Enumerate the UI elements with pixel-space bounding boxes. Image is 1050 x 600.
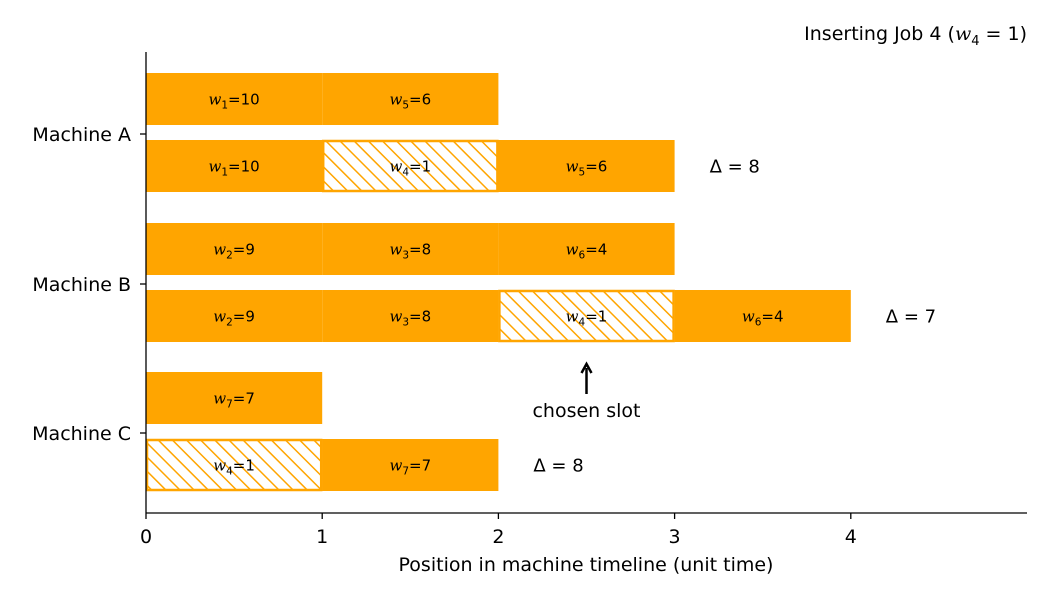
machine-2-before-seg-1-bar: [146, 223, 323, 275]
machine-2-after-seg-3-label: w4=1: [566, 308, 608, 329]
x-ticks: 0 1 2 3 4: [140, 513, 857, 548]
machine-1-before-seg-2-bar: [322, 73, 499, 125]
machine-2-after-seg-1-bar: [146, 290, 323, 342]
machine-2-before-seg-2-bar: [322, 223, 499, 275]
machine-1-before-seg-2-label: w5=6: [389, 91, 431, 112]
y-tick-label-3: Machine C: [32, 423, 131, 445]
machine-3-after-seg-2-bar: [322, 439, 499, 491]
x-tick-label-1: 0: [140, 526, 152, 548]
machine-1-delta-label: Δ = 8: [710, 157, 760, 178]
machine-2-after-seg-1-label: w2=9: [213, 308, 255, 329]
machine-1-after-seg-3-label: w5=6: [566, 158, 608, 179]
machine-2-after-seg-2-bar: [322, 290, 499, 342]
machine-1-before-seg-1-label: w1=10: [209, 91, 260, 112]
chart-title: Inserting Job 4 (w4 = 1): [804, 23, 1027, 49]
y-tick-label-1: Machine A: [32, 124, 131, 146]
bars-layer: [145, 73, 851, 492]
machine-1-after-seg-2-label: w4=1: [389, 158, 431, 179]
machine-3-before-seg-1-label: w7=7: [213, 390, 255, 411]
annotation: chosen slot: [532, 361, 641, 422]
machine-2-after-seg-2-label: w3=8: [389, 308, 431, 329]
machine-1-after-seg-1-label: w1=10: [209, 158, 260, 179]
x-axis-label: Position in machine timeline (unit time): [399, 554, 774, 576]
machine-2-after-seg-4-bar: [674, 290, 851, 342]
machine-1-after-seg-1-bar: [146, 140, 323, 192]
machine-3-after-seg-2-label: w7=7: [389, 457, 431, 478]
machine-2-before-seg-3-bar: [498, 223, 675, 275]
labels-layer: w1=10 w5=6 w1=10 w4=1 w5=6 Δ = 8 w2=9 w3=8 w6=4 w…: [209, 91, 937, 478]
machine-2-after-seg-3-inserted-bar: [498, 289, 675, 343]
machine-2-before-seg-2-label: w3=8: [389, 241, 431, 262]
machine-1-before-seg-1-bar: [146, 73, 323, 125]
machine-2-before-seg-3-label: w6=4: [566, 241, 608, 262]
annotation-arrow-head: [580, 361, 593, 374]
machine-2-delta-label: Δ = 7: [886, 307, 936, 328]
annotation-text: chosen slot: [532, 400, 640, 422]
x-tick-label-2: 1: [316, 526, 328, 548]
x-tick-label-3: 2: [492, 526, 504, 548]
machine-3-after-seg-1-label: w4=1: [213, 457, 255, 478]
machine-3-after-seg-1-inserted-bar: [145, 438, 323, 492]
machine-1-after-seg-3-bar: [498, 140, 675, 192]
y-tick-label-2: Machine B: [32, 274, 131, 296]
machine-1-after-seg-2-inserted-bar: [321, 139, 499, 193]
machine-2-before-seg-1-label: w2=9: [213, 241, 255, 262]
machine-3-delta-label: Δ = 8: [533, 456, 583, 477]
x-tick-label-5: 4: [845, 526, 857, 548]
machine-2-after-seg-4-label: w6=4: [742, 308, 784, 329]
machine-3-before-seg-1-bar: [146, 372, 323, 424]
x-tick-label-4: 3: [669, 526, 681, 548]
y-ticks: Machine A Machine B Machine C: [32, 124, 146, 445]
